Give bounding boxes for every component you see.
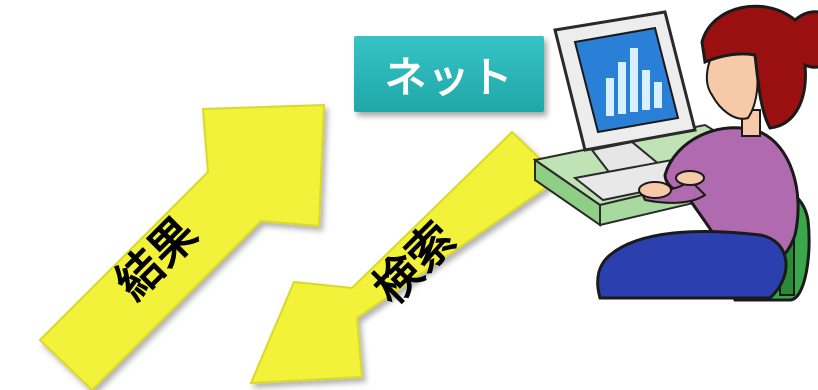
network-box: ネット	[354, 36, 544, 112]
person-at-computer-icon	[532, 4, 818, 302]
network-label: ネット	[384, 52, 514, 102]
search-arrow	[249, 130, 562, 385]
result-arrow	[38, 103, 326, 390]
